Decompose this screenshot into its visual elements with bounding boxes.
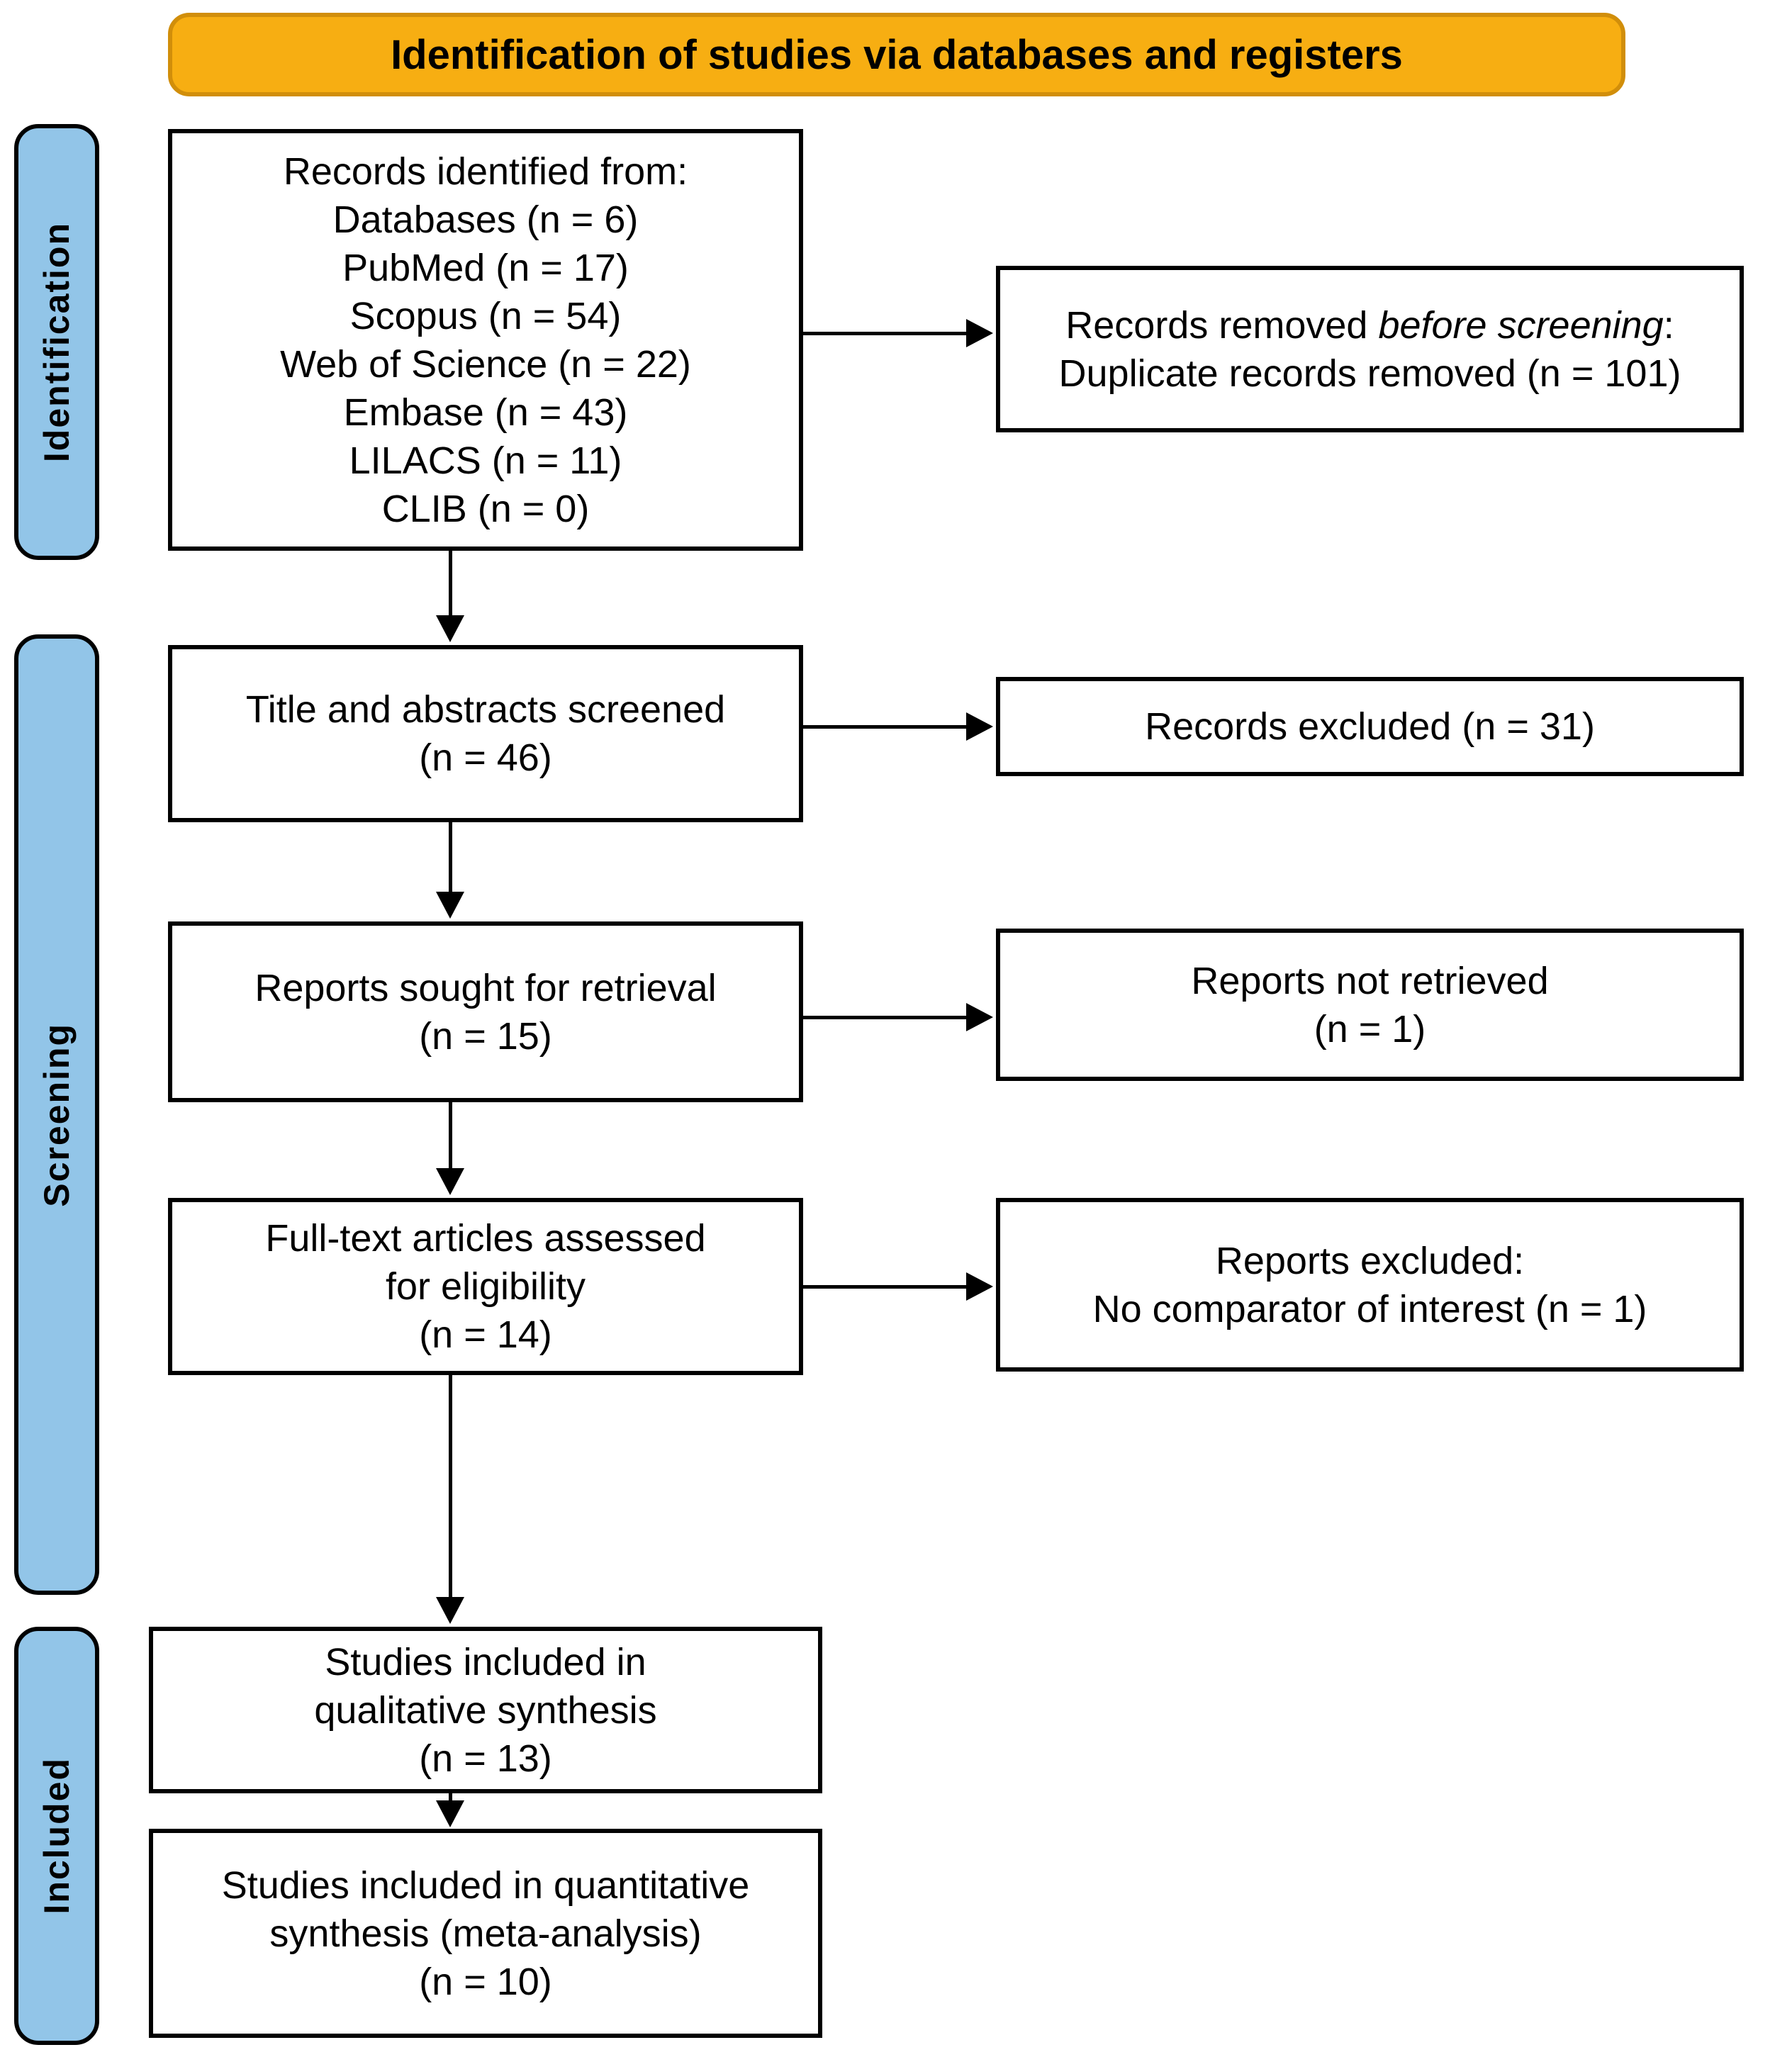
box-line: Studies included in: [325, 1640, 646, 1683]
arrow-screened-to-sought-line: [449, 822, 452, 893]
text-segment: Records removed: [1065, 303, 1379, 347]
box-line: Databases (n = 6): [332, 198, 639, 241]
box-line: Records identified from:: [283, 150, 688, 193]
box-line: PubMed (n = 17): [342, 246, 629, 289]
box-line: CLIB (n = 0): [381, 487, 590, 530]
text-segment-italic: before screening: [1378, 303, 1664, 347]
box-line: Title and abstracts screened: [245, 688, 726, 731]
box-line: (n = 46): [419, 736, 552, 779]
sidebar-phase-included: Included: [14, 1627, 99, 2045]
arrow-fulltext-to-qualitative-head-icon: [436, 1597, 464, 1624]
fulltext-assessed-box: Full-text articles assessed for eligibil…: [168, 1198, 803, 1375]
box-line: Records removed before screening:: [1065, 301, 1674, 349]
box-line: (n = 1): [1314, 1007, 1426, 1050]
box-line: synthesis (meta-analysis): [269, 1912, 702, 1955]
reports-excluded-box: Reports excluded: No comparator of inter…: [996, 1198, 1744, 1372]
arrow-screened-to-excluded-line: [803, 725, 968, 729]
arrow-qualitative-to-quantitative-head-icon: [436, 1800, 464, 1827]
arrow-records-to-removed-line: [803, 332, 968, 335]
sidebar-phase-identification: Identification: [14, 124, 99, 560]
box-line: (n = 15): [419, 1014, 552, 1058]
sidebar-label-identification: Identification: [37, 221, 77, 463]
records-identified-box: Records identified from: Databases (n = …: [168, 129, 803, 551]
text-segment: :: [1663, 303, 1674, 347]
box-line: Reports sought for retrieval: [254, 966, 717, 1009]
title-abstracts-screened-box: Title and abstracts screened (n = 46): [168, 645, 803, 822]
arrow-fulltext-to-qualitative-line: [449, 1375, 452, 1598]
box-line: Web of Science (n = 22): [280, 342, 691, 386]
box-line: Reports not retrieved: [1191, 959, 1549, 1002]
sidebar-label-screening: Screening: [37, 1022, 77, 1207]
reports-not-retrieved-box: Reports not retrieved (n = 1): [996, 929, 1744, 1081]
box-line: (n = 14): [419, 1313, 552, 1356]
banner-label: Identification of studies via databases …: [391, 31, 1403, 78]
arrow-sought-to-fulltext-head-icon: [436, 1168, 464, 1195]
banner: Identification of studies via databases …: [168, 13, 1625, 96]
arrow-identified-to-screened-line: [449, 551, 452, 617]
records-removed-box: Records removed before screening: Duplic…: [996, 266, 1744, 432]
qualitative-included-box: Studies included in qualitative synthesi…: [149, 1627, 822, 1793]
box-line: Duplicate records removed (n = 101): [1058, 352, 1681, 395]
sidebar-label-included: Included: [37, 1757, 77, 1915]
box-line: (n = 10): [419, 1960, 552, 2003]
arrow-screened-to-excluded-head-icon: [966, 712, 993, 741]
arrow-qualitative-to-quantitative-line: [449, 1793, 452, 1803]
sidebar-phase-screening: Screening: [14, 634, 99, 1595]
box-line: Reports excluded:: [1215, 1239, 1525, 1282]
box-line: Embase (n = 43): [343, 391, 628, 434]
box-line: Scopus (n = 54): [349, 294, 622, 337]
arrow-fulltext-to-excluded-head-icon: [966, 1272, 993, 1301]
arrow-fulltext-to-excluded-line: [803, 1285, 968, 1289]
records-excluded-box: Records excluded (n = 31): [996, 677, 1744, 776]
arrow-screened-to-sought-head-icon: [436, 892, 464, 919]
box-line: (n = 13): [419, 1737, 552, 1780]
arrow-sought-to-notretrieved-head-icon: [966, 1003, 993, 1031]
box-line: Studies included in quantitative: [221, 1863, 750, 1907]
box-line: qualitative synthesis: [314, 1688, 657, 1732]
reports-sought-box: Reports sought for retrieval (n = 15): [168, 921, 803, 1102]
arrow-identified-to-screened-head-icon: [436, 615, 464, 642]
arrow-records-to-removed-head-icon: [966, 319, 993, 347]
arrow-sought-to-fulltext-line: [449, 1102, 452, 1170]
box-line: Records excluded (n = 31): [1145, 705, 1595, 748]
box-line: Full-text articles assessed: [265, 1217, 706, 1260]
box-line: for eligibility: [385, 1265, 586, 1308]
quantitative-included-box: Studies included in quantitative synthes…: [149, 1829, 822, 2038]
box-line: LILACS (n = 11): [349, 439, 622, 482]
box-line: No comparator of interest (n = 1): [1092, 1287, 1647, 1330]
arrow-sought-to-notretrieved-line: [803, 1016, 968, 1019]
